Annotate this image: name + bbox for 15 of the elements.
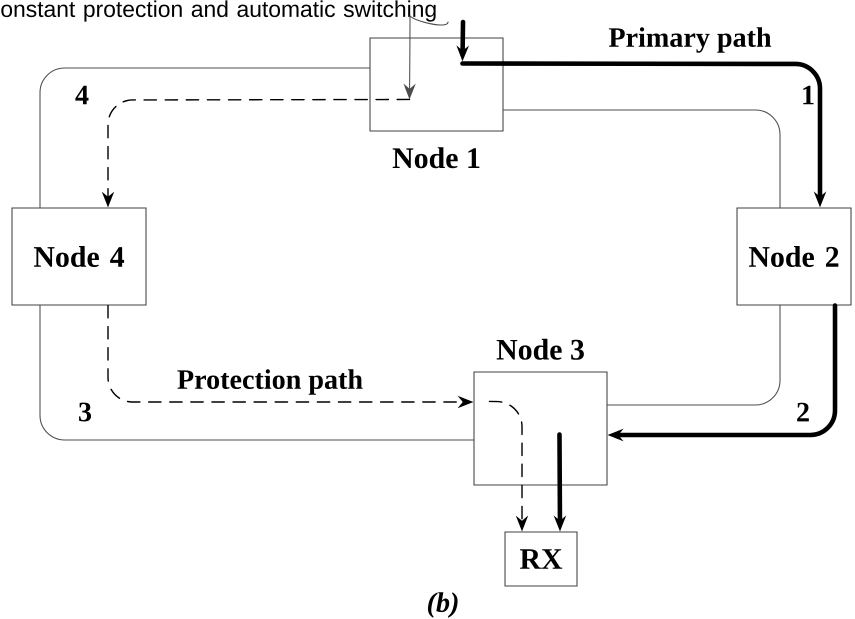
edge-label: Primary path bbox=[606, 25, 774, 55]
span-number: 4 bbox=[75, 86, 88, 104]
node-label: Node 3 bbox=[496, 338, 584, 360]
node-box: Node 4 bbox=[11, 207, 147, 306]
edge-label: Protection path bbox=[175, 368, 365, 396]
figure-caption: (b) bbox=[428, 592, 458, 618]
span-number: 1 bbox=[803, 86, 814, 104]
heading: onstant protection and automatic switching bbox=[1, 0, 436, 22]
node-box: Node 3 bbox=[473, 338, 608, 486]
node-box: RX bbox=[504, 531, 578, 587]
node-label: Node 1 bbox=[392, 147, 480, 168]
span-number: 2 bbox=[797, 402, 809, 422]
span-number: 3 bbox=[79, 402, 92, 422]
node-box: Node 2 bbox=[736, 207, 852, 306]
node-box: Node 1 bbox=[369, 37, 504, 168]
